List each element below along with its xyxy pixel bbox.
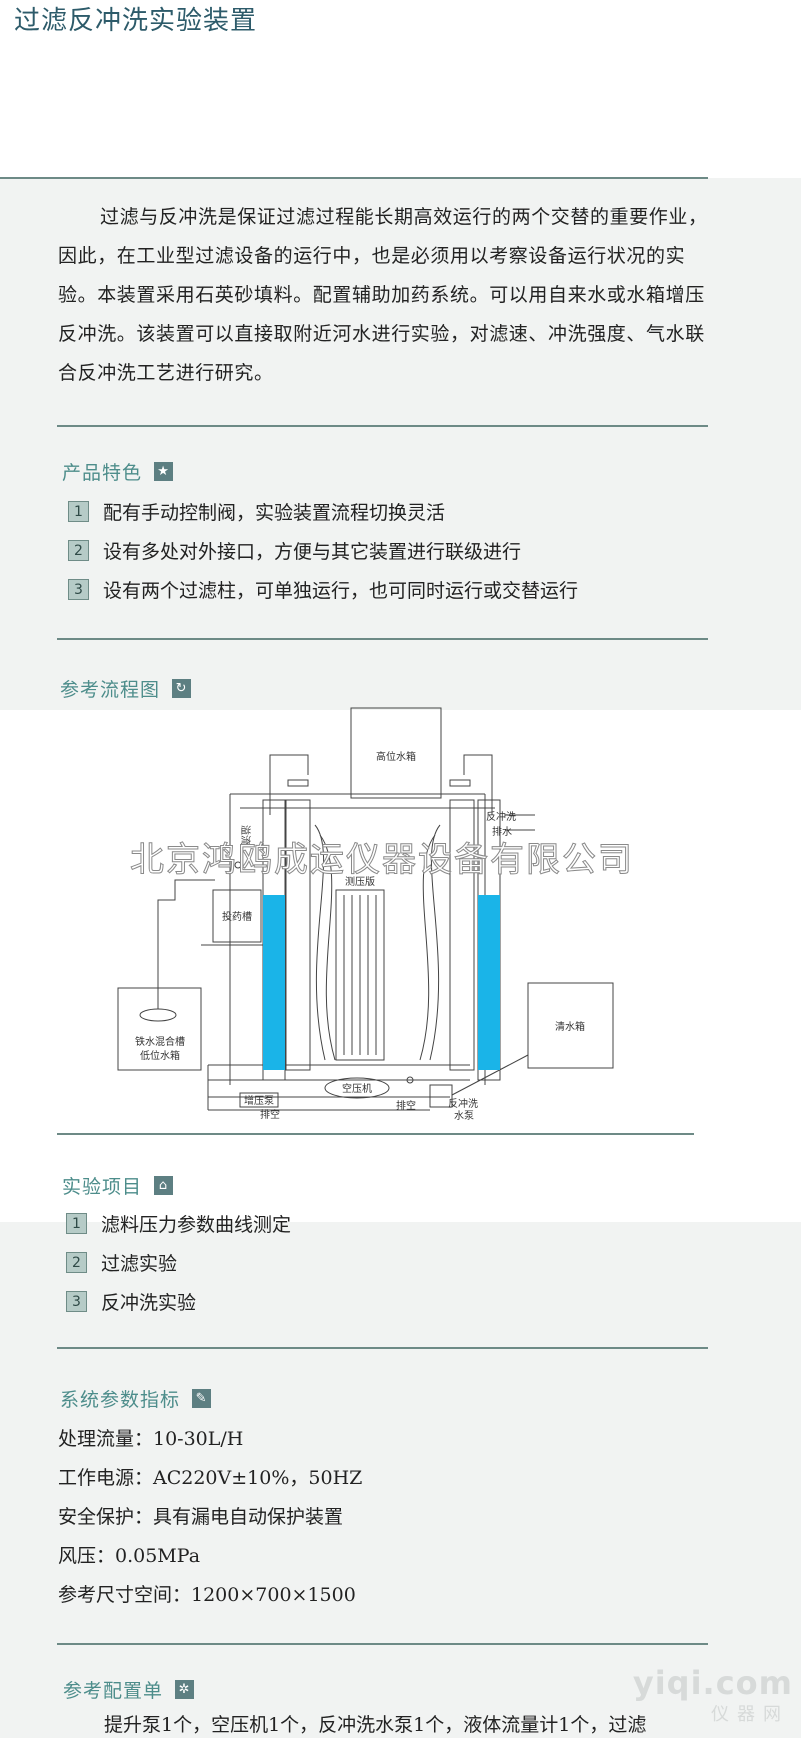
site-logo-sub: 仪器网	[711, 1704, 789, 1725]
divider	[57, 1133, 694, 1135]
home-icon: ⌂	[154, 1176, 174, 1195]
divider	[57, 425, 708, 427]
item-text: 反冲洗实验	[101, 1292, 197, 1314]
params-list: 处理流量：10-30L/H 工作电源：AC220V±10%，50HZ 安全保护：…	[58, 1420, 362, 1615]
param-dimensions: 参考尺寸空间：1200×700×1500	[58, 1584, 356, 1606]
param-safety: 安全保护：具有漏电自动保护装置	[58, 1506, 344, 1528]
features-heading: 产品特色 ★	[62, 458, 174, 485]
param-flow: 处理流量：10-30L/H	[58, 1428, 244, 1450]
features-title: 产品特色	[62, 462, 143, 484]
experiments-heading: 实验项目 ⌂	[62, 1172, 174, 1199]
booster-pump-box	[239, 1092, 279, 1108]
label-backwash-drain-2: 排水	[492, 825, 512, 838]
label-booster-pump: 增压泵	[244, 1094, 274, 1107]
list-item: 2 过滤实验	[66, 1243, 291, 1282]
flow-heading: 参考流程图 ↻	[60, 675, 192, 702]
divider	[57, 1347, 708, 1349]
item-number: 1	[68, 501, 89, 522]
item-text: 配有手动控制阀，实验装置流程切换灵活	[103, 502, 446, 524]
clean-tank-box	[527, 982, 614, 1069]
config-title: 参考配置单	[63, 1680, 164, 1702]
item-text: 过滤实验	[101, 1253, 178, 1275]
item-number: 1	[66, 1213, 87, 1234]
flow-title: 参考流程图	[60, 679, 161, 701]
divider	[0, 177, 708, 179]
page-title: 过滤反冲洗实验装置	[14, 6, 258, 36]
wrench-icon: ✎	[192, 1389, 212, 1408]
label-backwash-pump-1: 反冲洗	[448, 1097, 478, 1110]
experiments-list: 1 滤料压力参数曲线测定 2 过滤实验 3 反冲洗实验	[66, 1204, 291, 1321]
gear-icon: ✲	[175, 1680, 195, 1699]
item-text: 设有多处对外接口，方便与其它装置进行联级进行	[103, 541, 522, 563]
item-number: 3	[66, 1291, 87, 1312]
param-air-pressure: 风压：0.05MPa	[58, 1545, 201, 1567]
item-text: 滤料压力参数曲线测定	[101, 1214, 292, 1236]
label-clean-tank: 清水箱	[555, 1020, 585, 1033]
list-item: 3 反冲洗实验	[66, 1282, 291, 1321]
divider	[57, 638, 708, 640]
label-mix-tank-1: 铁水混合槽	[135, 1035, 185, 1048]
site-logo: yiqi.com	[632, 1664, 793, 1702]
label-vent-left: 排空	[260, 1108, 280, 1120]
flow-diagram: 高位水箱 反冲洗 排水 测压版 投药槽 铁水混合槽 低位水箱 清水箱 空压机 增…	[117, 707, 614, 1120]
param-power: 工作电源：AC220V±10%，50HZ	[58, 1467, 363, 1489]
label-manometer: 测压版	[345, 875, 375, 888]
label-vent-right: 排空	[396, 1099, 416, 1112]
backwash-pump-box	[429, 1084, 453, 1108]
water-fill-right	[478, 895, 500, 1070]
list-item: 3 设有两个过滤柱，可单独运行，也可同时运行或交替运行	[68, 570, 578, 609]
label-backwash-pump-2: 水泵	[454, 1110, 474, 1120]
star-icon: ★	[154, 462, 174, 481]
lower-band	[0, 1222, 801, 1738]
label-backwash-drain-1: 反冲洗	[486, 810, 516, 823]
list-item: 1 滤料压力参数曲线测定	[66, 1204, 291, 1243]
high-tank-box	[350, 707, 442, 799]
params-title: 系统参数指标	[60, 1389, 181, 1411]
label-dosing-tank: 投药槽	[222, 910, 252, 923]
intro-paragraph: 过滤与反冲洗是保证过滤过程能长期高效运行的两个交替的重要作业，因此，在工业型过滤…	[58, 206, 708, 384]
manometer-board	[335, 889, 385, 1061]
label-air-compressor: 空压机	[342, 1082, 372, 1095]
mix-tank-box	[117, 987, 202, 1071]
list-item: 2 设有多处对外接口，方便与其它装置进行联级进行	[68, 531, 578, 570]
dosing-tank-box	[212, 889, 262, 943]
list-item: 1 配有手动控制阀，实验装置流程切换灵活	[68, 492, 578, 531]
item-number: 3	[68, 579, 89, 600]
label-mix-tank-2: 低位水箱	[140, 1049, 180, 1062]
config-heading: 参考配置单 ✲	[63, 1676, 195, 1703]
label-overflow: 溢流	[239, 825, 252, 845]
refresh-icon: ↻	[172, 679, 192, 698]
company-watermark: 北京鸿鸥成运仪器设备有限公司	[130, 840, 634, 881]
label-high-tank: 高位水箱	[376, 750, 416, 763]
divider	[57, 1643, 708, 1645]
intro-band	[0, 178, 801, 710]
config-text: 提升泵1个，空压机1个，反冲洗水泵1个，液体流量计1个，过滤	[104, 1714, 647, 1736]
compressor-shape	[324, 1077, 390, 1099]
features-list: 1 配有手动控制阀，实验装置流程切换灵活 2 设有多处对外接口，方便与其它装置进行联…	[68, 492, 578, 609]
item-number: 2	[66, 1252, 87, 1273]
params-heading: 系统参数指标 ✎	[60, 1385, 212, 1412]
item-text: 设有两个过滤柱，可单独运行，也可同时运行或交替运行	[103, 580, 579, 602]
experiments-title: 实验项目	[62, 1176, 143, 1198]
item-number: 2	[68, 540, 89, 561]
water-fill-left	[263, 895, 285, 1070]
